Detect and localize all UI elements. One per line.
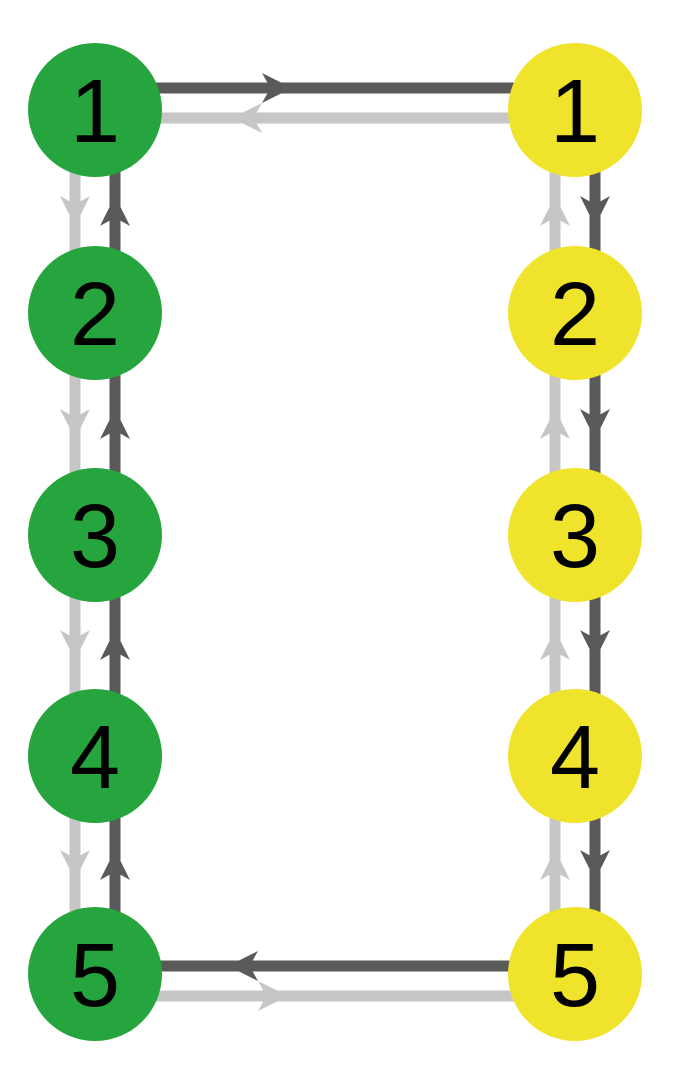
nodes-layer: 1 2 3 4 5 1 2 3 4 5 — [28, 43, 642, 1041]
node-yellow-2-circle — [508, 246, 642, 380]
node-green-1: 1 — [28, 43, 162, 177]
node-green-2: 2 — [28, 246, 162, 380]
node-green-5-label: 5 — [70, 926, 120, 1026]
node-yellow-4-label: 4 — [550, 708, 600, 808]
node-yellow-2-label: 2 — [550, 265, 600, 365]
node-green-4-circle — [28, 689, 162, 823]
node-green-1-label: 1 — [70, 62, 120, 162]
node-yellow-3-circle — [508, 468, 642, 602]
node-yellow-1-label: 1 — [550, 62, 600, 162]
node-green-3: 3 — [28, 468, 162, 602]
node-green-3-circle — [28, 468, 162, 602]
node-green-3-label: 3 — [70, 487, 120, 587]
node-green-4: 4 — [28, 689, 162, 823]
node-yellow-2: 2 — [508, 246, 642, 380]
node-yellow-4: 4 — [508, 689, 642, 823]
node-yellow-1: 1 — [508, 43, 642, 177]
node-yellow-1-circle — [508, 43, 642, 177]
node-yellow-5-circle — [508, 907, 642, 1041]
node-green-1-circle — [28, 43, 162, 177]
node-green-4-label: 4 — [70, 708, 120, 808]
node-green-2-circle — [28, 246, 162, 380]
node-green-5-circle — [28, 907, 162, 1041]
node-green-5: 5 — [28, 907, 162, 1041]
node-green-2-label: 2 — [70, 265, 120, 365]
node-yellow-3: 3 — [508, 468, 642, 602]
node-yellow-4-circle — [508, 689, 642, 823]
node-yellow-3-label: 3 — [550, 487, 600, 587]
node-yellow-5: 5 — [508, 907, 642, 1041]
node-yellow-5-label: 5 — [550, 926, 600, 1026]
